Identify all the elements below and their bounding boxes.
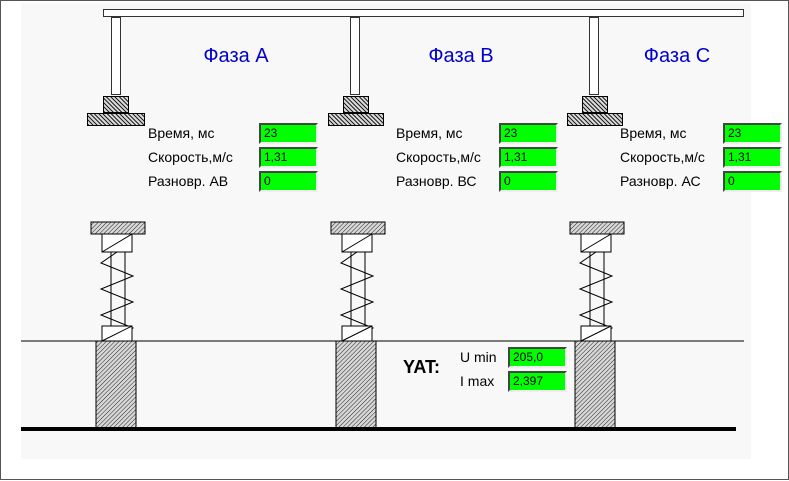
- phase-b-speed-label: Скорость,м/с: [396, 149, 481, 165]
- phase-c-speed-label: Скорость,м/с: [620, 149, 705, 165]
- phase-a-imbalance-value: 0: [259, 171, 318, 192]
- phase-b-upper-contact-plate: [328, 113, 384, 126]
- phase-a-upper-rod: [111, 17, 121, 95]
- phase-a-time-value: 23: [259, 123, 318, 144]
- phase-a-time-label: Время, мс: [148, 125, 215, 141]
- phase-b-upper-rod: [350, 17, 360, 95]
- phase-c-imbalance-value: 0: [723, 171, 782, 192]
- phase-a-imbalance-label: Разновр. АВ: [148, 173, 229, 189]
- phase-b-upper-contact-block: [343, 96, 369, 113]
- phase-b-lower-contact: [330, 221, 386, 429]
- yat-umin-value: 205,0: [508, 347, 567, 368]
- yat-imax-label: I max: [460, 373, 495, 389]
- phase-c-upper-contact-block: [582, 96, 608, 113]
- phase-c-lower-contact: [569, 221, 625, 429]
- top-rail: [103, 9, 744, 17]
- yat-imax-value: 2,397: [508, 371, 567, 392]
- phase-a-lower-contact: [90, 221, 146, 429]
- phase-a-speed-value: 1,31: [259, 147, 318, 168]
- phase-b-time-label: Время, мс: [396, 125, 463, 141]
- phase-c-upper-contact-plate: [567, 113, 623, 126]
- phase-a-speed-label: Скорость,м/с: [148, 149, 233, 165]
- phase-a-title: Фаза А: [203, 45, 269, 67]
- phase-c-imbalance-label: Разновр. АС: [620, 173, 701, 189]
- phase-c-time-value: 23: [723, 123, 782, 144]
- phase-b-title: Фаза В: [428, 45, 494, 67]
- phase-a-upper-contact-plate: [87, 113, 145, 126]
- phase-b-time-value: 23: [499, 123, 558, 144]
- yat-umin-label: U min: [460, 349, 497, 365]
- phase-c-time-label: Время, мс: [620, 125, 687, 141]
- phase-a-upper-contact-block: [103, 96, 129, 113]
- phase-b-imbalance-label: Разновр. ВС: [396, 173, 477, 189]
- phase-c-speed-value: 1,31: [723, 147, 782, 168]
- phase-b-imbalance-value: 0: [499, 171, 558, 192]
- phase-c-title: Фаза С: [643, 45, 711, 67]
- phase-c-upper-rod: [589, 17, 599, 95]
- phase-b-speed-value: 1,31: [499, 147, 558, 168]
- yat-title: YAT:: [403, 357, 441, 377]
